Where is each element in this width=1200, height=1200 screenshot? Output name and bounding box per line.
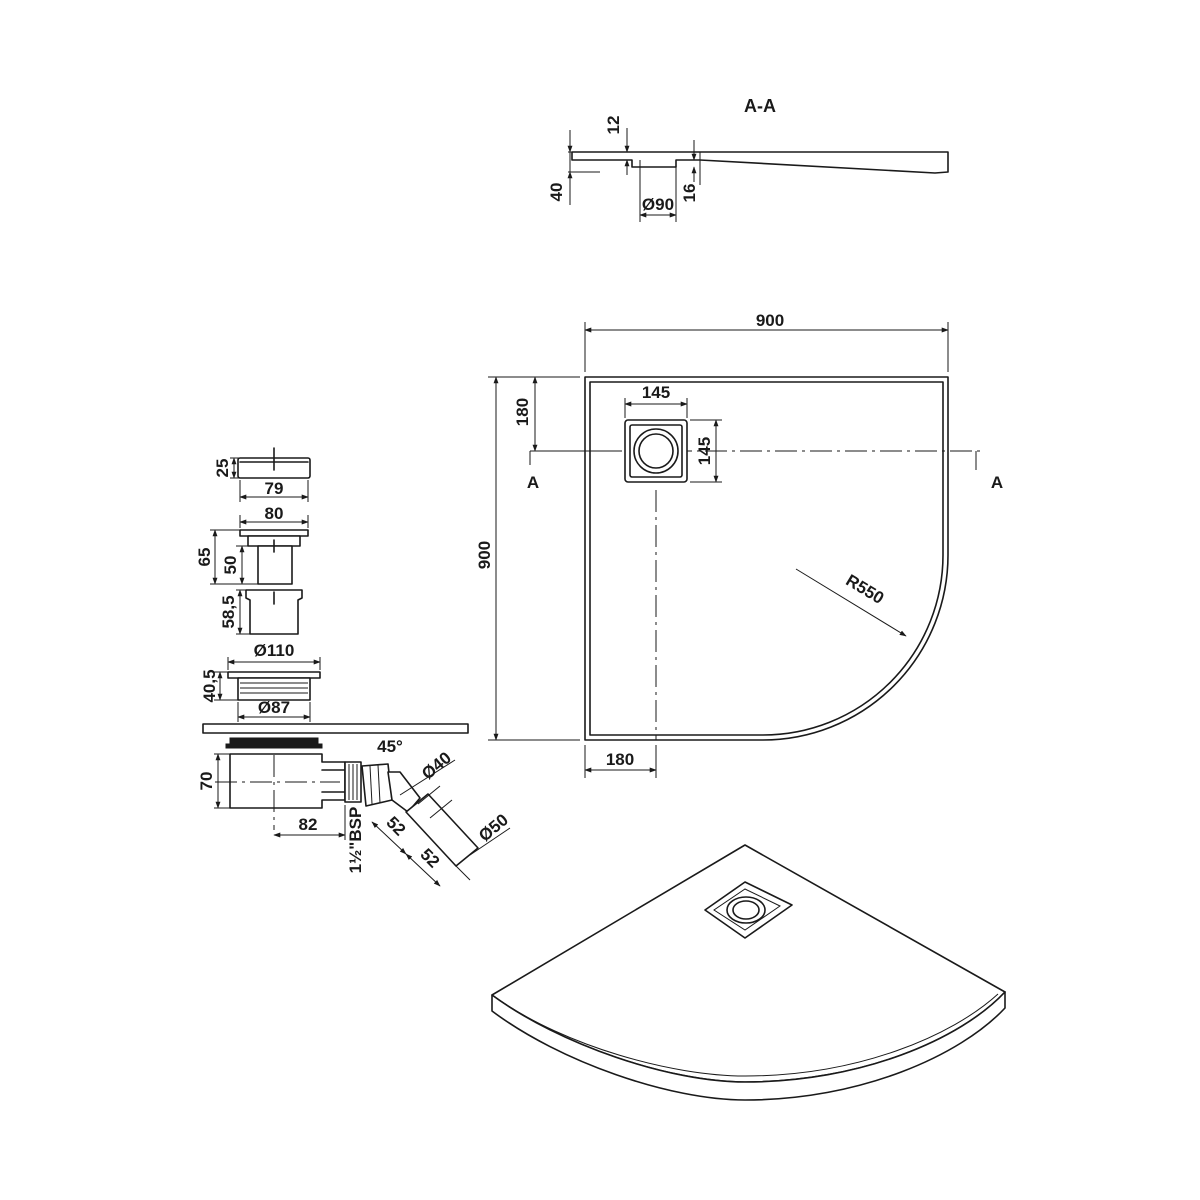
section-marker-right: A bbox=[991, 473, 1003, 492]
sleeve bbox=[245, 589, 303, 635]
isometric-view bbox=[491, 844, 1006, 1101]
grate-width-label: 79 bbox=[265, 479, 284, 498]
tray-outline bbox=[584, 376, 949, 741]
trap-height-label: 70 bbox=[197, 772, 216, 791]
section-height-label: 40 bbox=[547, 183, 566, 202]
plan-width-label: 900 bbox=[756, 311, 784, 330]
section-drain-diameter: Ø90 bbox=[642, 195, 674, 214]
iso-tray-edge bbox=[491, 991, 1006, 1101]
plan-drain bbox=[624, 419, 688, 483]
cup-rim bbox=[239, 529, 309, 537]
cup-body-height-label: 50 bbox=[221, 556, 240, 575]
tray-inner-edge bbox=[589, 381, 944, 736]
pipe bbox=[405, 793, 479, 867]
nut-diameter-label: Ø87 bbox=[258, 698, 290, 717]
cup-width-label: 80 bbox=[265, 504, 284, 523]
elbow-angle-label: 45° bbox=[377, 737, 403, 756]
trap-length-label: 82 bbox=[299, 815, 318, 834]
section-drain-depth-label: 16 bbox=[680, 184, 699, 203]
sleeve-height-label: 58,5 bbox=[219, 595, 238, 628]
section-marker-left: A bbox=[527, 473, 539, 492]
plan-view: 900 900 180 180 145 145 R550 A A bbox=[475, 311, 1003, 778]
plan-drain-height: 145 bbox=[695, 437, 714, 465]
section-view: A-A 40 12 Ø90 16 bbox=[547, 96, 949, 222]
trap-body bbox=[229, 753, 346, 809]
cup-total-height-label: 65 bbox=[195, 548, 214, 567]
waste-exploded-view: 25 79 80 65 50 58,5 Ø110 bbox=[195, 447, 512, 887]
pipe-small-diameter-label: Ø40 bbox=[418, 748, 455, 783]
pipe-large-diameter-label: Ø50 bbox=[475, 810, 512, 845]
elbow-nut bbox=[361, 763, 393, 807]
plan-radius-label: R550 bbox=[843, 571, 888, 608]
plan-height-label: 900 bbox=[475, 541, 494, 569]
tray-slice bbox=[202, 723, 469, 734]
section-depth-label: 12 bbox=[604, 116, 623, 135]
plan-drain-offset-left: 180 bbox=[606, 750, 634, 769]
section-profile bbox=[571, 151, 949, 174]
flange-diameter-label: Ø110 bbox=[254, 641, 295, 660]
cup-body bbox=[257, 545, 293, 585]
plan-drain-width: 145 bbox=[642, 383, 670, 402]
iso-drain bbox=[704, 881, 793, 939]
thread-label: 1½"BSP bbox=[346, 807, 365, 874]
nut-height-label: 40,5 bbox=[200, 669, 219, 702]
flange bbox=[227, 671, 321, 679]
section-title: A-A bbox=[744, 96, 776, 116]
grate-height-label: 25 bbox=[213, 459, 232, 478]
nut bbox=[237, 677, 311, 701]
plan-drain-offset-top: 180 bbox=[513, 398, 532, 426]
